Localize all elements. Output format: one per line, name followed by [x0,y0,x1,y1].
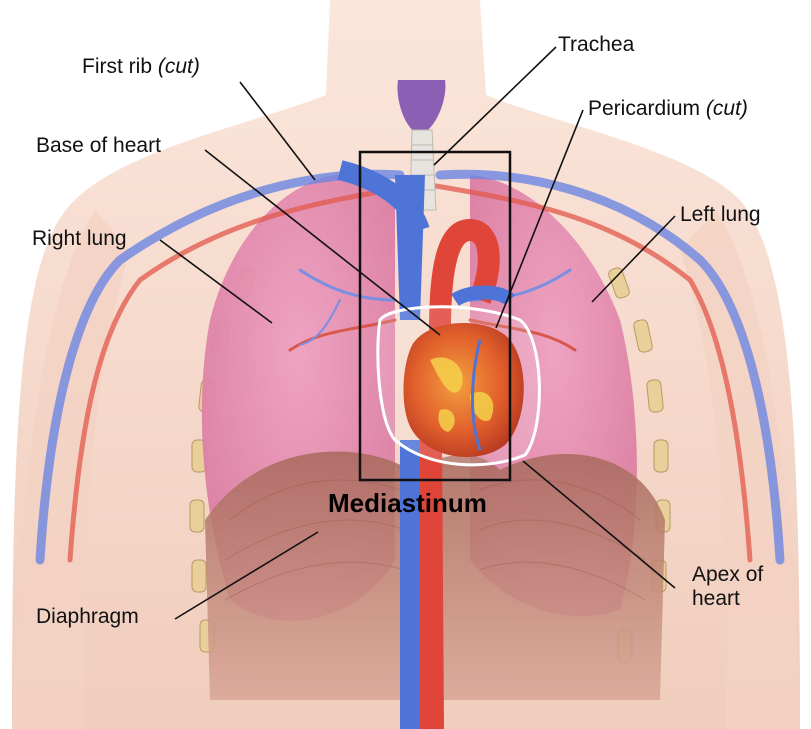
label-trachea: Trachea [558,33,634,57]
label-pericardium-note: (cut) [706,97,748,120]
label-apex-of-heart: Apex of heart [692,563,763,611]
label-first-rib-text: First rib [82,55,152,78]
heart [404,323,524,457]
descending-aorta [418,440,444,729]
mediastinum-title: Mediastinum [328,488,487,518]
label-first-rib: First rib (cut) [82,55,200,79]
label-apex-line2: heart [692,587,763,611]
label-pericardium: Pericardium (cut) [588,97,748,121]
label-first-rib-note: (cut) [158,55,200,78]
label-left-lung: Left lung [680,203,761,227]
label-diaphragm: Diaphragm [36,605,139,629]
inferior-vena-cava [400,440,420,729]
label-base-of-heart: Base of heart [36,134,161,158]
pulmonary-trunk [455,293,510,301]
label-right-lung: Right lung [32,227,127,251]
label-pericardium-text: Pericardium [588,97,700,120]
label-apex-line1: Apex of [692,563,763,587]
